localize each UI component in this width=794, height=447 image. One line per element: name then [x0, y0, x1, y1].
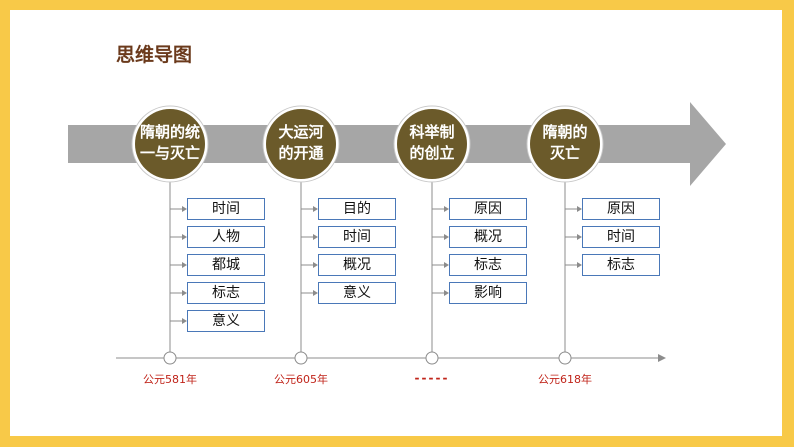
- topic-box: 影响: [449, 282, 527, 304]
- topic-box: 都城: [187, 254, 265, 276]
- timeline-marker: [425, 351, 439, 365]
- timeline-marker: [558, 351, 572, 365]
- branch-arrowhead: [313, 262, 318, 268]
- branch-arrowhead: [182, 262, 187, 268]
- node-label-line2: 的创立: [409, 144, 455, 162]
- branch-arrowhead: [444, 290, 449, 296]
- topic-box: 意义: [187, 310, 265, 332]
- branch-arrowhead: [444, 206, 449, 212]
- node-circle: [530, 109, 600, 179]
- node-label-line1: 隋朝的统: [139, 123, 200, 141]
- branch-arrowhead: [577, 206, 582, 212]
- branch-arrowhead: [182, 206, 187, 212]
- branch-arrowhead: [577, 234, 582, 240]
- topic-box: 时间: [582, 226, 660, 248]
- topic-box: 标志: [582, 254, 660, 276]
- branch-arrowhead: [444, 234, 449, 240]
- node-label-line1: 大运河: [278, 123, 324, 141]
- topic-box: 时间: [187, 198, 265, 220]
- branch-arrowhead: [182, 290, 187, 296]
- node-circle: [397, 109, 467, 179]
- branch-arrowhead: [313, 234, 318, 240]
- branch-arrowhead: [313, 206, 318, 212]
- topic-box: 标志: [449, 254, 527, 276]
- timeline-diagram: [68, 102, 726, 365]
- node-label-line2: 灭亡: [549, 144, 580, 162]
- branch-arrowhead: [182, 318, 187, 324]
- timeline-marker: [294, 351, 308, 365]
- node-label-line1: 隋朝的: [542, 123, 588, 141]
- topic-box: 意义: [318, 282, 396, 304]
- topic-box: 标志: [187, 282, 265, 304]
- page-title: 思维导图: [116, 44, 193, 66]
- node-label-line2: 的开通: [278, 144, 324, 162]
- node-circle: [266, 109, 336, 179]
- timeline-marker: [163, 351, 177, 365]
- node-circle: [135, 109, 205, 179]
- year-label: 公元605年: [274, 373, 328, 386]
- topic-box: 原因: [582, 198, 660, 220]
- topic-box: 时间: [318, 226, 396, 248]
- bottom-axis-arrowhead: [658, 354, 666, 362]
- branch-arrowhead: [444, 262, 449, 268]
- node-label-line1: 科举制: [409, 123, 455, 141]
- topic-box: 概况: [449, 226, 527, 248]
- topic-box: 目的: [318, 198, 396, 220]
- year-label: 公元618年: [538, 373, 592, 386]
- year-label: 公元581年: [143, 373, 197, 386]
- topic-box: 概况: [318, 254, 396, 276]
- node-label-line2: 一与灭亡: [139, 144, 200, 162]
- branch-arrowhead: [182, 234, 187, 240]
- topic-box: 原因: [449, 198, 527, 220]
- branch-arrowhead: [313, 290, 318, 296]
- topic-box: 人物: [187, 226, 265, 248]
- year-label: -----: [414, 371, 450, 385]
- slide-canvas: 思维导图 隋朝的统一与灭亡时间人物都城标志意义公元581年大运河的开通目的时间概…: [10, 10, 782, 436]
- branch-arrowhead: [577, 262, 582, 268]
